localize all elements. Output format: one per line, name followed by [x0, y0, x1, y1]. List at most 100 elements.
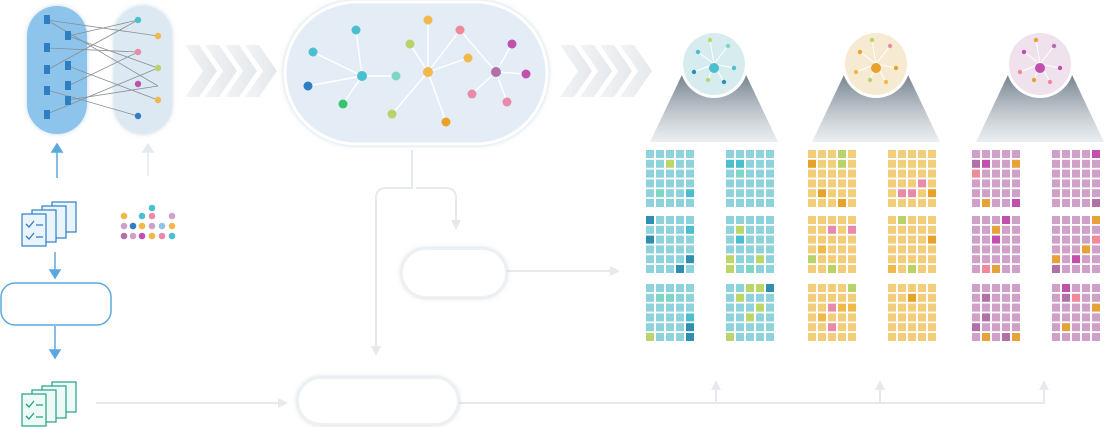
storage-cell — [1082, 179, 1090, 188]
storage-cell — [1002, 179, 1010, 188]
storage-cell — [1012, 199, 1020, 207]
storage-cell — [888, 150, 896, 158]
storage-cell — [756, 255, 764, 264]
cluster-mini-edge — [713, 45, 729, 65]
cluster-center-node — [709, 63, 719, 73]
arrow-good-up — [141, 142, 155, 176]
storage-cell — [766, 293, 774, 302]
storage-cell — [1062, 235, 1070, 244]
storage-cell — [898, 245, 906, 254]
storage-cell — [1002, 255, 1010, 264]
storage-cell — [848, 216, 856, 224]
storage-cell — [992, 225, 1000, 234]
storage-cell — [1072, 245, 1080, 254]
storage-cell — [1062, 179, 1070, 188]
storage-cell — [918, 245, 926, 254]
storage-cell — [766, 169, 774, 178]
storage-cell — [828, 179, 836, 188]
storage-cell — [848, 265, 856, 273]
storage-cell — [818, 225, 826, 234]
storage-cell — [686, 199, 694, 207]
storage-cell — [1092, 235, 1100, 244]
storage-cell — [766, 313, 774, 322]
storage-cell — [928, 303, 936, 312]
storage-cell — [646, 159, 654, 168]
storage-cell — [888, 255, 896, 264]
storage-cell — [1082, 169, 1090, 178]
storage-cell — [972, 255, 980, 264]
storage-cell — [848, 245, 856, 254]
storage-cell — [676, 323, 684, 332]
storage-cell — [686, 323, 694, 332]
storage-cell — [1092, 313, 1100, 322]
storage-cell — [828, 189, 836, 198]
storage-cell — [766, 323, 774, 332]
storage-cell — [982, 199, 990, 207]
storage-cell — [766, 189, 774, 198]
storage-cell — [736, 265, 744, 273]
cluster-center-node — [871, 63, 881, 73]
storage-cell — [746, 189, 754, 198]
storage-cell — [646, 284, 654, 292]
storage-cell — [1082, 255, 1090, 264]
storage-cell — [1062, 284, 1070, 292]
storage-cell — [888, 313, 896, 322]
cluster-cone — [650, 58, 778, 142]
storage-cell — [908, 323, 916, 332]
storage-cell — [972, 225, 980, 234]
storage-cell — [918, 323, 926, 332]
storage-cell — [888, 225, 896, 234]
storage-cell — [888, 284, 896, 292]
storage-cell — [736, 245, 744, 254]
chevron-arrows-2 — [560, 45, 652, 97]
zone-label: ZONE 03 — [1021, 357, 1059, 367]
storage-cell — [676, 293, 684, 302]
cluster-mini-edge — [1035, 39, 1041, 65]
storage-cell — [818, 255, 826, 264]
storage-cell — [646, 313, 654, 322]
storage-cell — [736, 284, 744, 292]
storage-cell — [1082, 199, 1090, 207]
storage-cell — [726, 293, 734, 302]
storage-cell — [1002, 169, 1010, 178]
storage-cell — [908, 189, 916, 198]
cluster-mini-edge — [859, 51, 877, 65]
storage-cell — [1052, 284, 1060, 292]
storage-cell — [808, 245, 816, 254]
storage-cell — [898, 284, 906, 292]
storage-cell — [918, 150, 926, 158]
storage-cell — [982, 333, 990, 341]
storage-cell — [736, 313, 744, 322]
storage-cell — [676, 333, 684, 341]
cluster-mini-node — [1047, 79, 1053, 85]
storage-cell — [1072, 179, 1080, 188]
storage-cell — [848, 159, 856, 168]
storage-cell — [646, 199, 654, 207]
storage-cell — [928, 245, 936, 254]
storage-cell — [818, 245, 826, 254]
storage-cell — [1052, 150, 1060, 158]
storage-cell — [1062, 323, 1070, 332]
cluster-mini-edge — [709, 39, 715, 65]
storage-cell — [666, 284, 674, 292]
storage-cell — [898, 225, 906, 234]
storage-cell — [838, 179, 846, 188]
storage-cell — [726, 216, 734, 224]
storage-cell — [666, 216, 674, 224]
storage-cell — [686, 293, 694, 302]
storage-cell — [972, 245, 980, 254]
storage-cell — [808, 235, 816, 244]
storage-cell — [1012, 323, 1020, 332]
graph-panel — [283, 0, 549, 146]
storage-cell — [898, 150, 906, 158]
storage-cell — [676, 284, 684, 292]
storage-cell — [666, 303, 674, 312]
storage-cell — [756, 159, 764, 168]
storage-cell — [1062, 313, 1070, 322]
storage-cell — [746, 225, 754, 234]
storage-cell — [1002, 225, 1010, 234]
storage-cell — [1072, 323, 1080, 332]
storage-cell — [666, 333, 674, 341]
arrow-to-future — [48, 326, 62, 360]
storage-cell — [848, 179, 856, 188]
